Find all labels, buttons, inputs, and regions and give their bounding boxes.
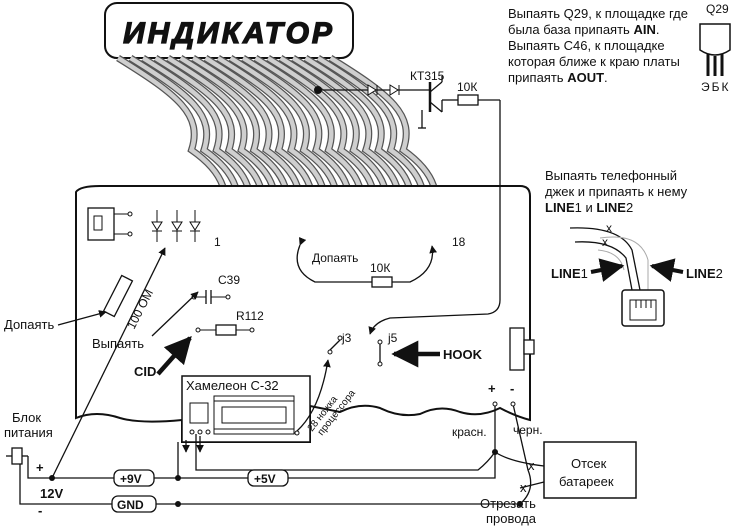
board-connector bbox=[87, 207, 133, 241]
pin-18-label: 18 bbox=[452, 235, 466, 249]
phone-note-line1-num: 1 и bbox=[575, 200, 597, 215]
line1-label: LINE bbox=[551, 266, 581, 281]
c46-note-line3: припаять bbox=[508, 70, 567, 85]
c39-label: С39 bbox=[218, 273, 240, 287]
phone-note-line2-bold: LINE bbox=[596, 200, 626, 215]
svg-text:была база припаять AIN.: была база припаять AIN. bbox=[508, 22, 659, 37]
cut-mark-1: x bbox=[606, 221, 612, 235]
minus-left-label: - bbox=[38, 503, 42, 518]
indicator-display: ИНДИКАТОР bbox=[104, 2, 354, 59]
phone-note-line1-bold: LINE bbox=[545, 200, 575, 215]
svg-text:LINE1 и LINE2: LINE1 и LINE2 bbox=[545, 200, 633, 215]
board-edge-switch bbox=[509, 327, 535, 371]
battery-compartment: + - красн. черн. x x Отсек батареек Отре… bbox=[452, 381, 637, 526]
line1-pointer: LINE1 bbox=[551, 258, 625, 282]
phone-jack: x x bbox=[569, 221, 665, 327]
red-wire-label: красн. bbox=[452, 425, 487, 439]
chameleon-label: Хамелеон С-32 bbox=[186, 378, 279, 393]
svg-text:LINE2: LINE2 bbox=[686, 266, 723, 281]
c46-note-line2: которая ближе к краю платы bbox=[508, 54, 680, 69]
cut-label-line2: провода bbox=[486, 511, 537, 526]
vypayat-label: Выпаять bbox=[92, 336, 144, 351]
cut-mark-black: x bbox=[520, 480, 527, 495]
svg-text:которая ближе к краю платы: которая ближе к краю платы bbox=[508, 54, 680, 69]
indicator-title: ИНДИКАТОР bbox=[123, 17, 335, 50]
v9-label: +9V bbox=[120, 472, 142, 486]
cut-label-line1: Отрезать bbox=[480, 496, 536, 511]
plus-left-label: + bbox=[36, 460, 44, 475]
j5-label: j5 bbox=[387, 331, 398, 345]
line2-label: LINE bbox=[686, 266, 716, 281]
line2-pointer: LINE2 bbox=[649, 258, 723, 282]
dopayat-left-label: Допаять bbox=[4, 317, 54, 332]
line1-num: 1 bbox=[581, 266, 588, 281]
q29-note-line1: Выпаять Q29, к площадке где bbox=[508, 6, 688, 21]
phone-note-line2-num: 2 bbox=[626, 200, 633, 215]
q29-note-line2: была база припаять bbox=[508, 22, 633, 37]
power-label-line2: питания bbox=[4, 425, 53, 440]
c46-note-dot: . bbox=[604, 70, 608, 85]
phone-jack-note: Выпаять телефонный джек и припаять к нем… bbox=[545, 168, 688, 215]
line2-num: 2 bbox=[716, 266, 723, 281]
cut-mark-red: x bbox=[528, 458, 535, 473]
pin-1-label: 1 bbox=[214, 235, 221, 249]
added-resistor-10k-bottom: Допаять 10К bbox=[296, 237, 437, 288]
j3-label: j3 bbox=[341, 331, 352, 345]
r112-label: R112 bbox=[236, 309, 264, 323]
minus-battery-label: - bbox=[510, 381, 514, 396]
q29-note-dot: . bbox=[656, 22, 660, 37]
phone-note-line1: Выпаять телефонный bbox=[545, 168, 677, 183]
v12-label: 12V bbox=[40, 486, 63, 501]
gnd-label: GND bbox=[117, 498, 144, 512]
q29-transistor-pinout: Q29 ЭБК bbox=[699, 2, 731, 94]
q29-pins-label: ЭБК bbox=[701, 80, 731, 94]
resistor-100-ohm: 100 ОМ Допаять bbox=[4, 247, 166, 479]
plus-battery-label: + bbox=[488, 381, 496, 396]
jumper-j3: j3 bbox=[327, 331, 352, 355]
svg-text:Выпаять телефонный: Выпаять телефонный bbox=[545, 168, 677, 183]
board-diodes bbox=[151, 210, 201, 242]
q29-note: Выпаять Q29, к площадке где была база пр… bbox=[508, 6, 688, 85]
hook-pointer: HOOK bbox=[391, 340, 483, 368]
svg-text:Выпаять Q29, к площадке где: Выпаять Q29, к площадке где bbox=[508, 6, 688, 21]
black-wire-label: черн. bbox=[513, 423, 543, 437]
resistor-10k-bottom-label: 10К bbox=[370, 261, 390, 275]
resistor-r112: R112 Выпаять CID bbox=[92, 291, 264, 379]
svg-text:LINE1: LINE1 bbox=[551, 266, 588, 281]
power-label-line1: Блок bbox=[12, 410, 41, 425]
c46-note-aout: AOUT bbox=[567, 70, 604, 85]
hook-label: HOOK bbox=[443, 347, 483, 362]
battery-label-line1: Отсек bbox=[571, 456, 607, 471]
svg-text:Выпаять С46, к площадке: Выпаять С46, к площадке bbox=[508, 38, 665, 53]
svg-text:джек и припаять к нему: джек и припаять к нему bbox=[545, 184, 688, 199]
q29-label: Q29 bbox=[706, 2, 729, 16]
v5-label: +5V bbox=[254, 472, 276, 486]
svg-text:припаять AOUT.: припаять AOUT. bbox=[508, 70, 608, 85]
kt315-transistor-circuit: КТ315 10К bbox=[314, 69, 501, 335]
battery-label-line2: батареек bbox=[559, 474, 614, 489]
cid-label: CID bbox=[134, 364, 156, 379]
jumper-j5: j5 bbox=[377, 331, 398, 367]
cut-mark-2: x bbox=[602, 235, 608, 249]
q29-note-ain: AIN bbox=[633, 22, 655, 37]
c46-note-line1: Выпаять С46, к площадке bbox=[508, 38, 665, 53]
dopayat-middle-label: Допаять bbox=[312, 251, 358, 265]
resistor-10k-top-label: 10К bbox=[457, 80, 477, 94]
kt315-label: КТ315 bbox=[410, 69, 445, 83]
phone-note-line2: джек и припаять к нему bbox=[545, 184, 688, 199]
power-supply: Блок питания + 12V - +9V +5V GND bbox=[4, 403, 532, 518]
